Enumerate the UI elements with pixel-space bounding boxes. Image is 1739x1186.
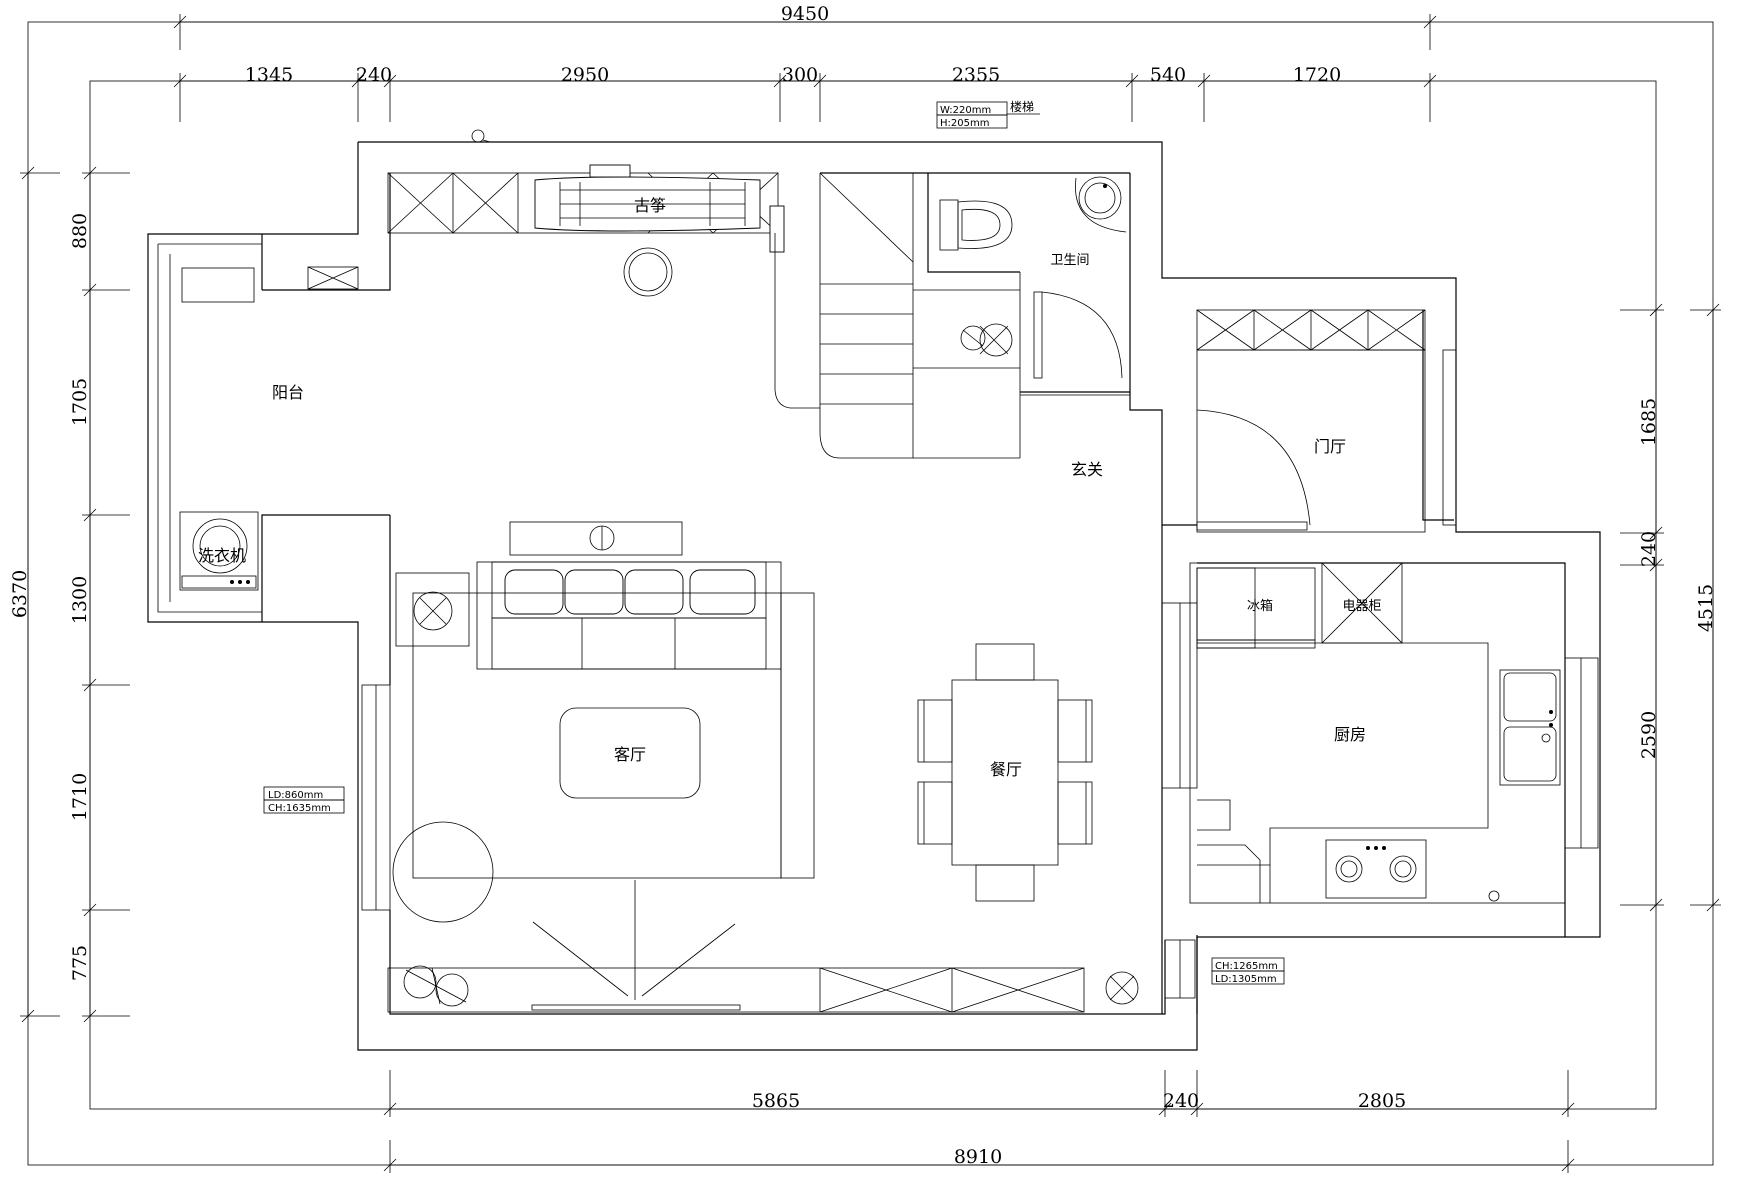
dim-bottom-1: 5865 bbox=[752, 1090, 800, 1112]
bathroom: 卫生间 bbox=[939, 176, 1127, 379]
dim-right-2: 240 bbox=[1638, 531, 1660, 567]
washer-icon bbox=[179, 511, 259, 591]
dim-right-total: 4515 bbox=[1695, 584, 1717, 632]
dim-left-2: 1705 bbox=[69, 378, 91, 426]
dim-left-3: 1300 bbox=[69, 576, 91, 624]
dim-left-1: 880 bbox=[69, 213, 91, 249]
dim-right-3: 2590 bbox=[1638, 711, 1660, 759]
dim-top-5: 2355 bbox=[952, 64, 1000, 86]
room-label-fridge: 冰箱 bbox=[1247, 598, 1273, 614]
room-label-balcony: 阳台 bbox=[272, 383, 304, 402]
dimension-labels: 9450 1345 240 2950 300 2355 540 1720 637… bbox=[9, 3, 1717, 1168]
dim-top-7: 1720 bbox=[1293, 64, 1341, 86]
dim-top-total: 9450 bbox=[781, 3, 829, 25]
dimension-lines bbox=[20, 14, 1721, 1173]
room-label-bathroom: 卫生间 bbox=[1050, 253, 1089, 268]
dim-top-4: 300 bbox=[782, 64, 818, 86]
sofa-icon bbox=[476, 561, 782, 670]
stair-height-note: H:205mm bbox=[940, 118, 989, 129]
dining-set: 餐厅 bbox=[917, 643, 1093, 902]
bathroom-door bbox=[1033, 291, 1123, 379]
dim-left-5: 775 bbox=[69, 945, 91, 981]
guzheng-icon bbox=[534, 164, 761, 232]
entrance-hall: 门厅 bbox=[1196, 309, 1457, 533]
outer-frames bbox=[27, 21, 1714, 1166]
dim-top-6: 540 bbox=[1150, 64, 1186, 86]
window-left-ch: CH:1635mm bbox=[268, 803, 331, 814]
room-label-foyer: 玄关 bbox=[1071, 460, 1103, 479]
room-label-guzheng: 古筝 bbox=[634, 196, 666, 215]
room-label-washer: 洗衣机 bbox=[198, 546, 246, 565]
balcony-area: 洗衣机 阳台 bbox=[157, 243, 359, 613]
window-right-ld: LD:1305mm bbox=[1215, 974, 1277, 985]
room-label-living-room: 客厅 bbox=[614, 745, 646, 764]
dim-left-total: 6370 bbox=[9, 570, 31, 618]
toilet-icon bbox=[939, 199, 1013, 251]
room-label-entrance-hall: 门厅 bbox=[1314, 437, 1346, 456]
window-left-ld: LD:860mm bbox=[268, 790, 323, 801]
staircase: W:220mm H:205mm 楼梯 bbox=[774, 99, 1130, 459]
plant-icon-left bbox=[403, 965, 469, 1007]
entrance-door bbox=[1196, 409, 1311, 531]
plant-icon-right bbox=[1105, 971, 1139, 1005]
walls bbox=[147, 141, 1601, 1051]
room-label-kitchen: 厨房 bbox=[1334, 725, 1366, 744]
dim-top-1: 1345 bbox=[245, 64, 293, 86]
tv-cabinet bbox=[387, 880, 1139, 1013]
dim-bottom-total: 8910 bbox=[954, 1146, 1002, 1168]
kitchen: 冰箱 电器柜 厨房 CH:1265mm LD:1305mm bbox=[1161, 562, 1599, 999]
stair-label: 楼梯 bbox=[1010, 99, 1034, 114]
plant-icon bbox=[960, 323, 1013, 357]
dim-bottom-2: 240 bbox=[1163, 1090, 1199, 1112]
top-cabinet: 古筝 bbox=[387, 129, 785, 297]
sink-icon bbox=[1075, 176, 1127, 233]
dim-left-4: 1710 bbox=[69, 773, 91, 821]
dim-top-3: 2950 bbox=[561, 64, 609, 86]
stair-width-note: W:220mm bbox=[940, 105, 991, 116]
room-label-appliance-cabinet: 电器柜 bbox=[1342, 599, 1381, 614]
stove-icon bbox=[1325, 839, 1427, 899]
dim-right-1: 1685 bbox=[1638, 398, 1660, 446]
dim-bottom-3: 2805 bbox=[1358, 1090, 1406, 1112]
room-label-dining-room: 餐厅 bbox=[990, 760, 1022, 779]
dim-top-2: 240 bbox=[356, 64, 392, 86]
living-room: 客厅 LD:860mm CH:1635mm bbox=[263, 521, 815, 923]
window-right-ch: CH:1265mm bbox=[1215, 961, 1278, 972]
